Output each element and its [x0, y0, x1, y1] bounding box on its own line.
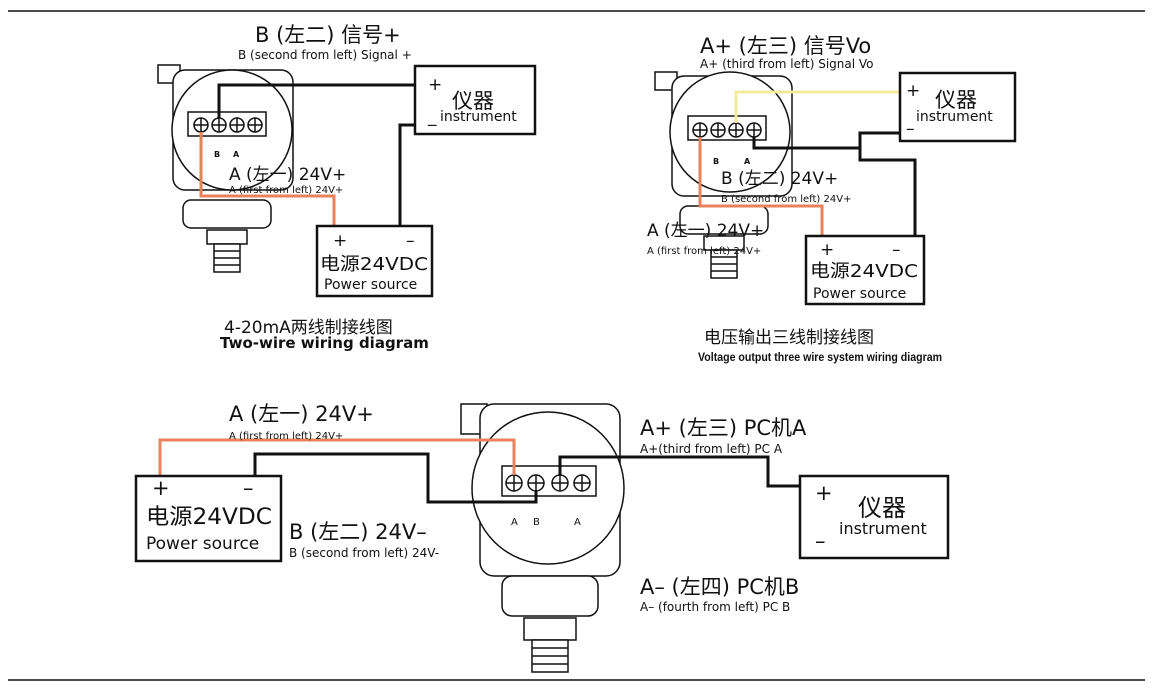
power-en: Power source	[813, 286, 906, 302]
power-minus: –	[406, 231, 415, 251]
power-cn: 电源24VDC	[810, 261, 918, 282]
b-label-en: B (second from left) 24V+	[721, 194, 851, 205]
terminal-block	[505, 474, 591, 492]
wire-pca-black	[558, 455, 800, 488]
power-box	[315, 224, 434, 298]
caption-cn: 电压输出三线制接线图	[704, 328, 874, 348]
transmitter-body	[460, 403, 625, 673]
terminal-b-label: B	[533, 517, 540, 528]
wire-24v-minus-black	[253, 452, 538, 504]
instrument-cn: 仪器	[858, 494, 906, 522]
caption-en: Two-wire wiring diagram	[220, 334, 429, 352]
wire-24v-orange	[199, 132, 336, 226]
terminal-a1-label: A	[511, 517, 518, 528]
terminal-b-label: B	[713, 157, 719, 166]
power-plus: +	[152, 476, 170, 500]
power-box	[804, 234, 926, 306]
instrument-minus: _	[427, 107, 437, 127]
caption-cn: 4-20mA两线制接线图	[224, 318, 393, 338]
terminal-block	[193, 117, 263, 133]
wire-signal-black	[217, 83, 415, 118]
power-en: Power source	[146, 534, 259, 554]
instrument-box	[798, 474, 950, 560]
wire-gnd-black	[858, 148, 917, 236]
terminal-a2-label: A	[574, 517, 581, 528]
instrument-en: instrument	[839, 519, 927, 538]
a-label-en: A (first from left) 24V+	[229, 185, 343, 196]
instrument-plus: +	[906, 81, 920, 101]
a-label-en: A (first from left) 24V+	[229, 431, 343, 442]
terminal-block	[692, 122, 762, 138]
aminus-label-cn: A– (左四) PC机B	[640, 575, 799, 599]
wire-24v-orange	[158, 438, 516, 476]
wire-return-black	[398, 123, 415, 226]
instrument-minus: –	[815, 529, 826, 553]
power-cn: 电源24VDC	[320, 254, 428, 275]
aplus-label-en: A+ (third from left) Signal Vo	[700, 57, 874, 71]
instrument-plus: +	[815, 481, 833, 505]
three-wire-diagram: B A + 仪器 – instrument + – 电源24VDC Power …	[647, 34, 1017, 364]
instrument-plus: +	[428, 75, 442, 95]
power-box	[134, 474, 283, 563]
aminus-label-en: A– (fourth from left) PC B	[640, 600, 790, 614]
b-label-cn: B (左二) 24V+	[721, 169, 838, 189]
instrument-minus: –	[906, 119, 915, 139]
power-cn: 电源24VDC	[146, 505, 272, 530]
instrument-en: instrument	[440, 109, 517, 125]
b-label-cn: B (左二) 信号+	[255, 23, 401, 47]
instrument-en: instrument	[916, 109, 993, 125]
instrument-cn: 仪器	[935, 88, 977, 112]
a-label-cn: A (左一) 24V+	[229, 165, 346, 185]
power-minus: –	[892, 240, 901, 260]
aplus-label-cn: A+ (左三) 信号Vo	[700, 34, 871, 58]
terminal-a-label: A	[744, 157, 751, 166]
power-plus: +	[333, 231, 347, 251]
wire-24v-orange	[698, 137, 824, 236]
b-label-cn: B (左二) 24V–	[289, 520, 427, 544]
instrument-cn: 仪器	[452, 89, 494, 113]
instrument-box	[898, 71, 1017, 143]
a-label-en: A (first from left) 24V+	[647, 246, 761, 257]
power-minus: –	[243, 476, 254, 500]
b-label-en: B (second from left) 24V-	[289, 546, 439, 560]
b-label-en: B (second from left) Signal +	[238, 48, 412, 62]
power-plus: +	[820, 240, 834, 260]
aplus-label-cn: A+ (左三) PC机A	[640, 416, 807, 440]
two-wire-diagram: B A + 仪器 _ instrument + – 电源24VDC Power …	[157, 23, 537, 352]
four-wire-diagram: A B A + – 电源24VDC Power source + 仪器 – in…	[134, 402, 950, 673]
instrument-box	[413, 64, 537, 136]
aplus-label-en: A+(third from left) PC A	[640, 442, 783, 456]
caption-en: Voltage output three wire system wiring …	[698, 350, 942, 364]
power-en: Power source	[324, 277, 417, 293]
terminal-a-label: A	[233, 150, 240, 159]
a-label-cn: A (左一) 24V+	[647, 221, 764, 241]
wire-signal-yellow	[734, 90, 900, 123]
a-label-cn: A (左一) 24V+	[229, 402, 374, 426]
terminal-b-label: B	[214, 150, 220, 159]
